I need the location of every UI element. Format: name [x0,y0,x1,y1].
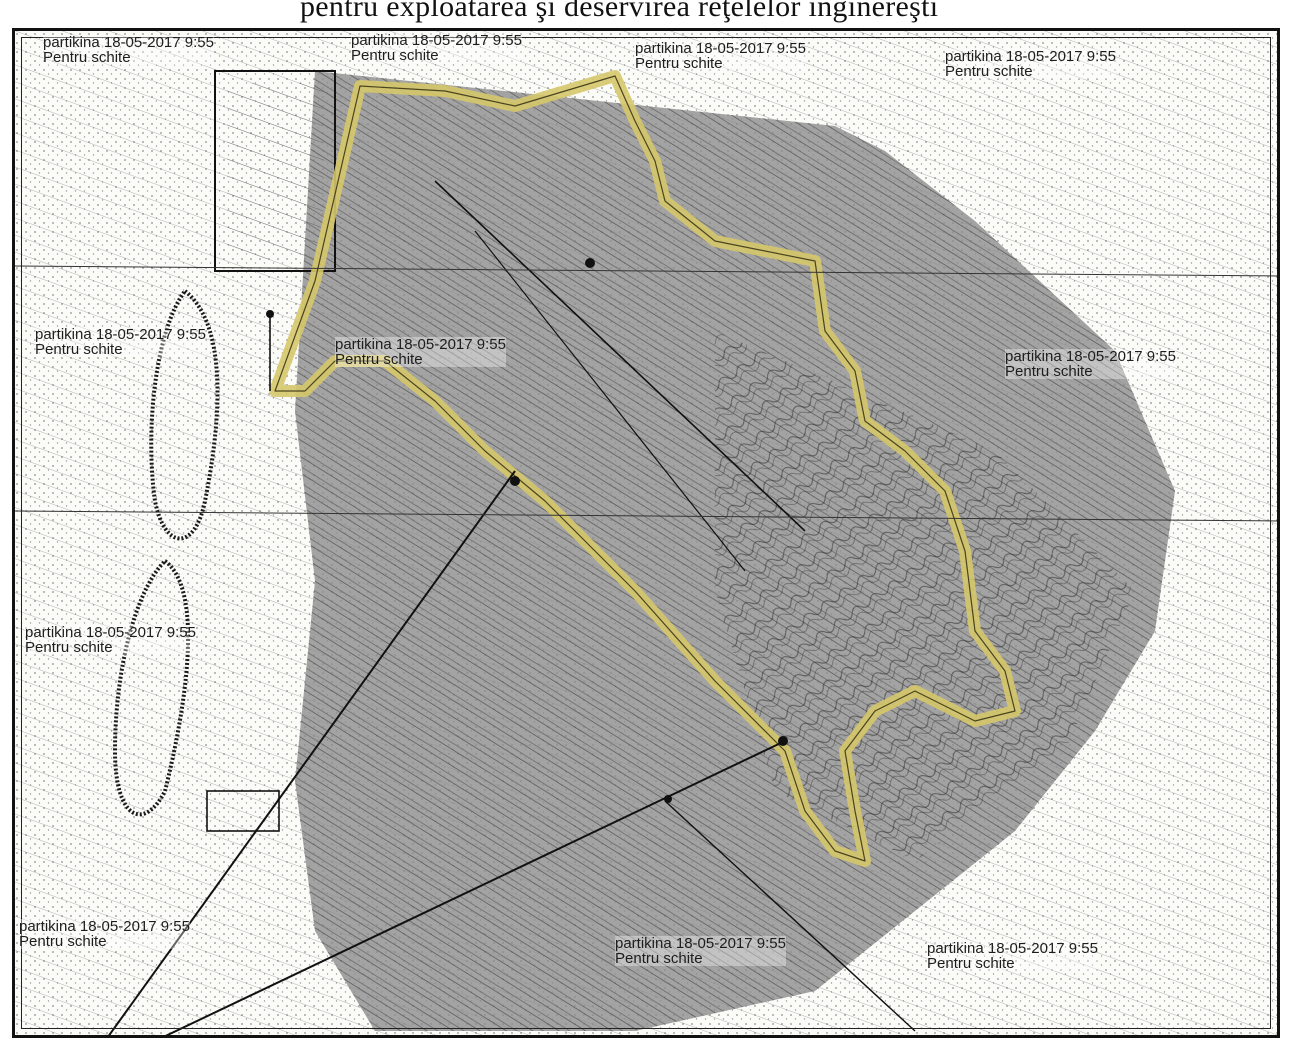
survey-line [474,230,746,572]
building-block-inner [227,83,323,259]
topographic-map [15,31,1277,1035]
survey-line [664,800,916,1032]
survey-line [434,180,806,532]
parcel-boundary-edge [274,75,1016,862]
survey-point [266,310,274,318]
map-caption: pentru exploatarea şi deservirea reţelel… [300,0,939,23]
survey-point [585,258,595,268]
left-ridge-outline [149,288,220,541]
shaded-terrain-swirls [715,331,1135,861]
survey-point [510,476,520,486]
grid-line [15,510,1277,522]
survey-line [165,740,786,1035]
survey-line [108,470,516,1035]
left-ridge-outline-2 [112,558,191,817]
survey-point [778,736,788,746]
survey-point [664,795,672,803]
small-structure [206,790,280,832]
grid-line [15,265,1277,277]
map-inner-border [21,37,1271,1029]
